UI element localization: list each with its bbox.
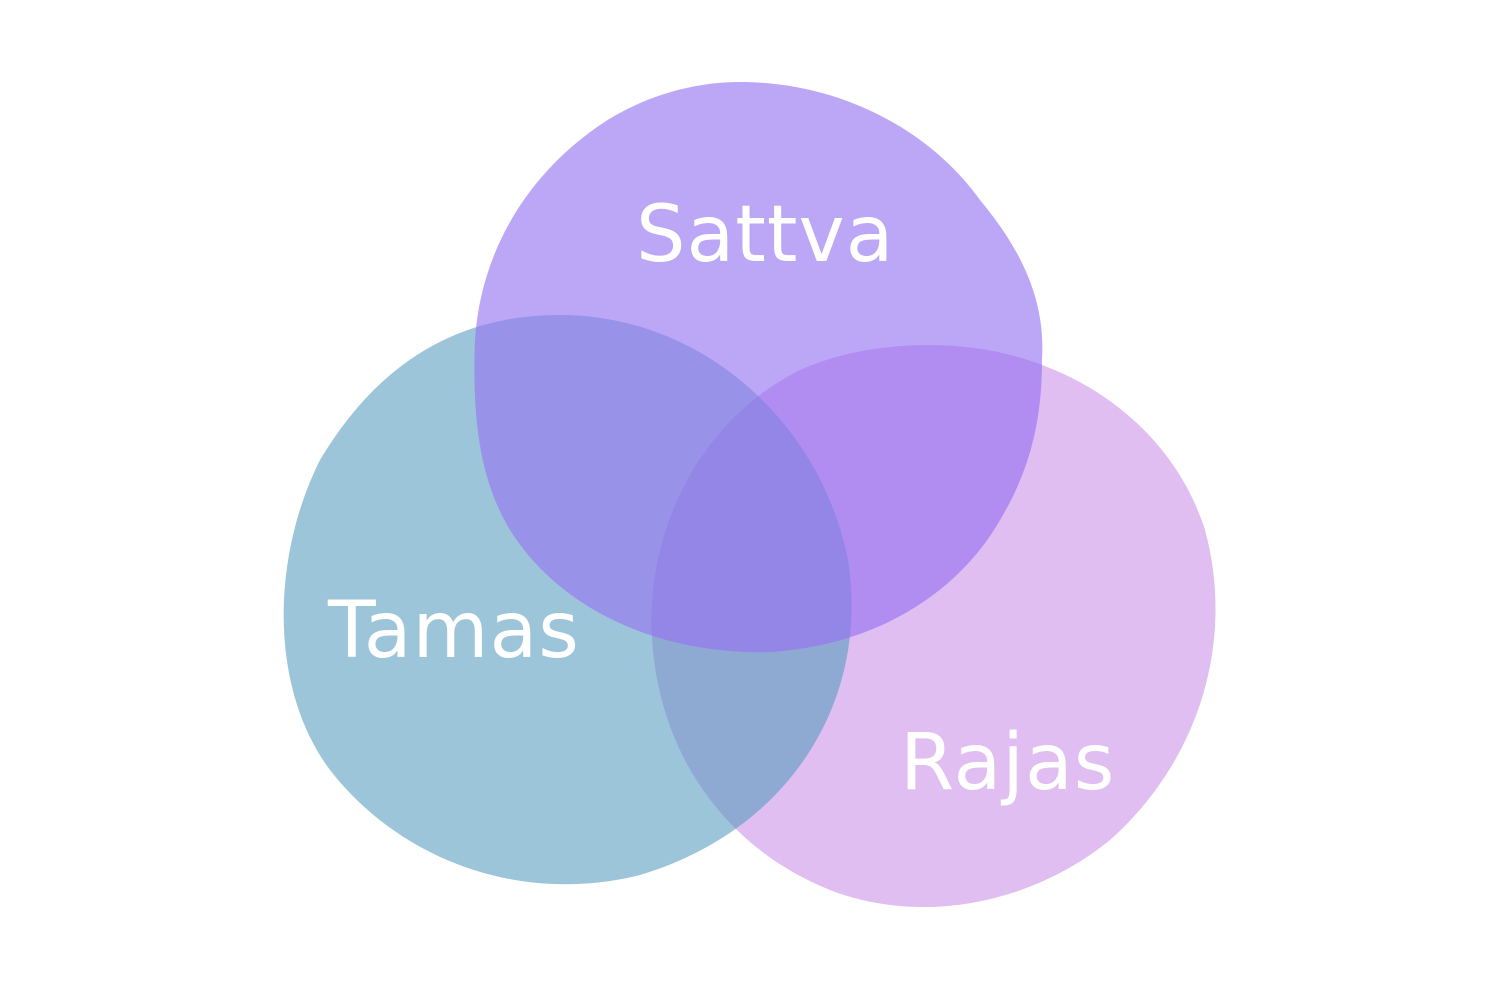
sattva-label: Sattva: [636, 190, 895, 280]
rajas-label: Rajas: [900, 718, 1116, 808]
all-three-overlap: [651, 345, 852, 653]
tamas-label: Tamas: [328, 586, 580, 676]
